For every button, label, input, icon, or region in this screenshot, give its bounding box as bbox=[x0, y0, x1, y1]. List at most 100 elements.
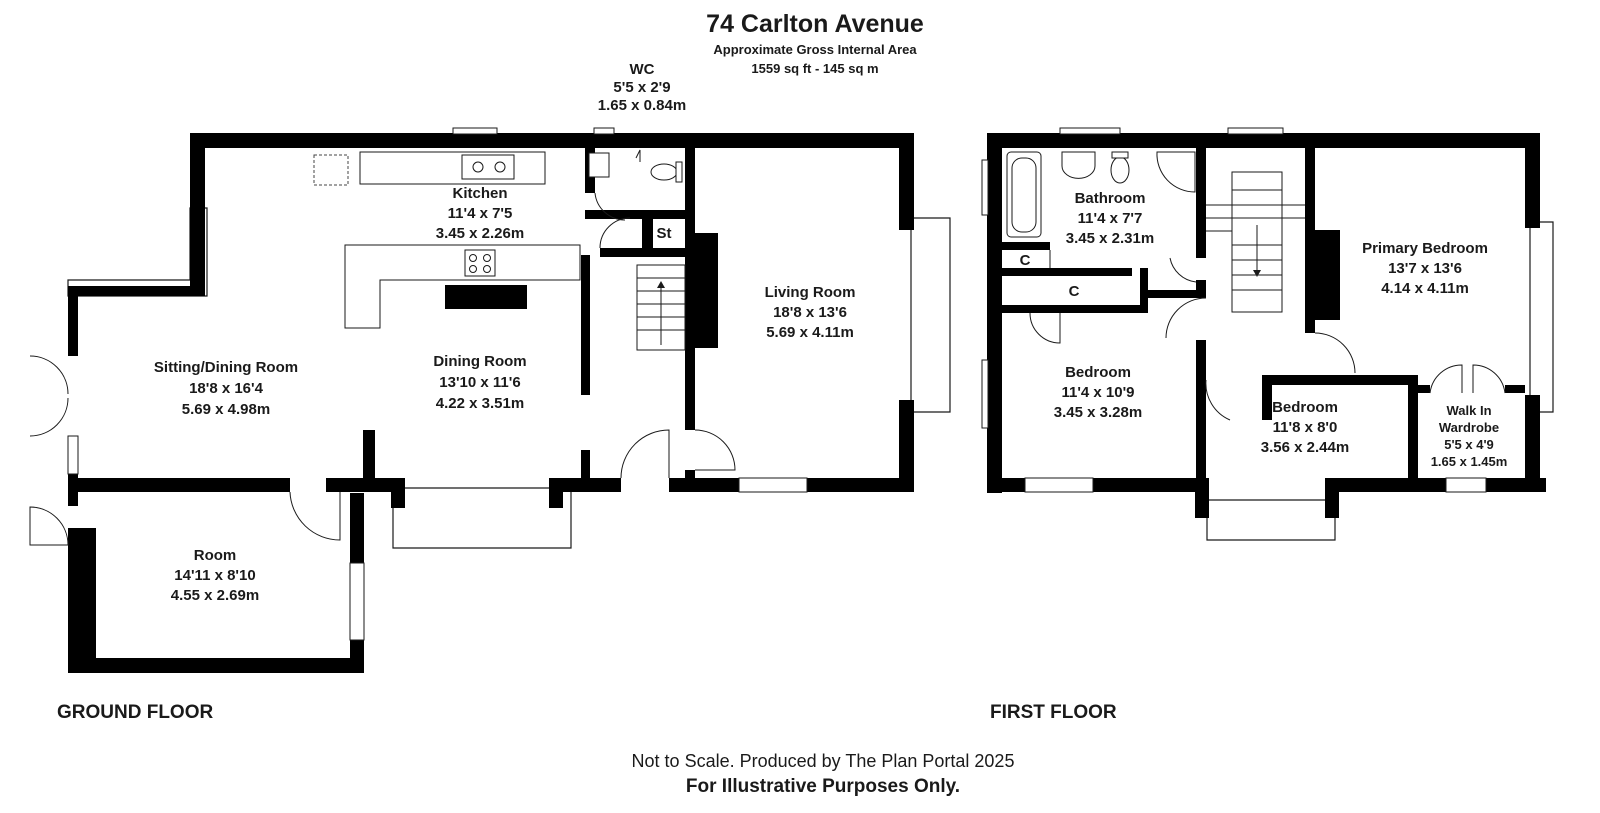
svg-text:13'7 x 13'6: 13'7 x 13'6 bbox=[1388, 260, 1462, 277]
wall bbox=[685, 470, 695, 492]
room-label-room: Room 14'11 x 8'10 4.55 x 2.69m bbox=[171, 547, 259, 604]
french-doors[interactable] bbox=[29, 355, 69, 437]
primary-bay-window bbox=[1529, 221, 1554, 413]
wall bbox=[987, 133, 1002, 493]
wall bbox=[1002, 242, 1050, 250]
floor-label-ground: GROUND FLOOR bbox=[57, 702, 213, 723]
hob-ring bbox=[469, 265, 477, 273]
wall bbox=[363, 430, 375, 492]
floor-label-first: FIRST FLOOR bbox=[990, 702, 1117, 723]
room-label-living-room: Living Room 18'8 x 13'6 5.69 x 4.11m bbox=[765, 284, 856, 341]
wall bbox=[807, 478, 914, 492]
wall bbox=[1196, 280, 1206, 298]
svg-text:Walk In: Walk In bbox=[1446, 403, 1491, 418]
footer-note: Not to Scale. Produced by The Plan Porta… bbox=[632, 751, 1015, 771]
svg-text:5.69 x 4.98m: 5.69 x 4.98m bbox=[182, 401, 270, 418]
room-label-kitchen: Kitchen 11'4 x 7'5 3.45 x 2.26m bbox=[436, 185, 524, 242]
wall bbox=[1325, 478, 1546, 492]
footer-disclaimer: For Illustrative Purposes Only. bbox=[686, 776, 960, 797]
wall bbox=[899, 133, 914, 230]
window bbox=[981, 159, 989, 216]
door-swing[interactable] bbox=[29, 506, 69, 546]
svg-text:11'4 x 10'9: 11'4 x 10'9 bbox=[1061, 384, 1134, 401]
wall bbox=[1140, 290, 1205, 298]
wall bbox=[581, 255, 590, 395]
landing-bay-window bbox=[1206, 499, 1336, 541]
door-swing[interactable] bbox=[1205, 379, 1231, 421]
window bbox=[349, 562, 365, 641]
svg-text:WC: WC bbox=[630, 61, 655, 78]
front-door-swing[interactable] bbox=[620, 429, 670, 479]
svg-text:Room: Room bbox=[194, 547, 237, 564]
window bbox=[593, 127, 615, 135]
svg-text:Bedroom: Bedroom bbox=[1065, 364, 1131, 381]
wall bbox=[68, 528, 96, 673]
svg-text:Kitchen: Kitchen bbox=[452, 185, 507, 202]
sink-bowl bbox=[494, 161, 506, 173]
door-swing[interactable] bbox=[1029, 312, 1061, 344]
wall bbox=[350, 640, 364, 673]
wall bbox=[68, 286, 205, 296]
svg-text:3.45 x 2.31m: 3.45 x 2.31m bbox=[1066, 230, 1154, 247]
window bbox=[738, 477, 808, 493]
wall bbox=[1196, 340, 1206, 492]
window bbox=[1059, 127, 1121, 135]
stairs-up-arrow-icon bbox=[657, 281, 665, 288]
door-swing[interactable] bbox=[1165, 297, 1207, 339]
wall bbox=[68, 658, 364, 673]
room-label-cupboard: C bbox=[1020, 252, 1031, 269]
svg-text:11'4 x 7'7: 11'4 x 7'7 bbox=[1078, 210, 1143, 227]
svg-text:Bedroom: Bedroom bbox=[1272, 399, 1338, 416]
svg-text:3.45 x 3.28m: 3.45 x 3.28m bbox=[1054, 404, 1142, 421]
room-label-sitting-dining: Sitting/Dining Room 18'8 x 16'4 5.69 x 4… bbox=[154, 359, 298, 418]
first-floor-plan: Bathroom 11'4 x 7'7 3.45 x 2.31m C C Pri… bbox=[981, 127, 1554, 723]
kitchen-sink bbox=[461, 154, 515, 180]
ground-floor-plan: WC 5'5 x 2'9 1.65 x 0.84m Kitchen 11'4 x… bbox=[29, 61, 951, 723]
chimney-breast bbox=[1315, 230, 1340, 320]
room-label-wc: WC 5'5 x 2'9 1.65 x 0.84m bbox=[598, 61, 686, 114]
wall bbox=[68, 478, 290, 492]
door-swing[interactable] bbox=[599, 217, 631, 249]
plan-title: 74 Carlton Avenue bbox=[706, 10, 924, 38]
door-swing[interactable] bbox=[1169, 257, 1197, 283]
window bbox=[452, 127, 498, 135]
window bbox=[1445, 477, 1487, 493]
svg-text:18'8 x 13'6: 18'8 x 13'6 bbox=[773, 304, 847, 321]
svg-text:14'11 x 8'10: 14'11 x 8'10 bbox=[174, 567, 255, 584]
door-swing[interactable] bbox=[635, 149, 641, 162]
wall bbox=[190, 133, 205, 286]
footer: Not to Scale. Produced by The Plan Porta… bbox=[632, 751, 1015, 797]
door-swing[interactable] bbox=[1314, 332, 1356, 374]
room-label-bathroom: Bathroom 11'4 x 7'7 3.45 x 2.31m bbox=[1066, 190, 1154, 247]
wall bbox=[581, 450, 590, 480]
dining-bay-window bbox=[392, 487, 572, 549]
svg-text:5'5 x 2'9: 5'5 x 2'9 bbox=[613, 79, 670, 96]
wardrobe-doors[interactable] bbox=[1429, 364, 1506, 394]
staircase bbox=[636, 264, 686, 351]
bathroom-basin bbox=[1061, 151, 1096, 179]
svg-text:5.69 x 4.11m: 5.69 x 4.11m bbox=[766, 324, 854, 341]
room-label-store: St bbox=[657, 225, 672, 242]
door-swing[interactable] bbox=[694, 429, 736, 471]
wall bbox=[1002, 305, 1147, 313]
wall bbox=[1325, 478, 1339, 518]
area-caption: Approximate Gross Internal Area bbox=[713, 42, 917, 57]
svg-text:3.45 x 2.26m: 3.45 x 2.26m bbox=[436, 225, 524, 242]
svg-text:1.65 x 0.84m: 1.65 x 0.84m bbox=[598, 97, 686, 114]
sitting-bay-window bbox=[67, 207, 208, 297]
svg-text:13'10 x 11'6: 13'10 x 11'6 bbox=[439, 374, 520, 391]
wall bbox=[1262, 375, 1417, 385]
wall bbox=[1525, 133, 1540, 228]
svg-text:Primary Bedroom: Primary Bedroom bbox=[1362, 240, 1488, 257]
door-swing[interactable] bbox=[289, 491, 341, 541]
wall bbox=[1408, 375, 1418, 492]
kitchen-worktop bbox=[359, 151, 546, 185]
svg-text:Dining Room: Dining Room bbox=[433, 353, 526, 370]
bath-inner bbox=[1011, 157, 1037, 233]
window bbox=[1227, 127, 1284, 135]
hob-ring bbox=[483, 265, 491, 273]
wall bbox=[899, 400, 914, 492]
svg-text:11'4 x 7'5: 11'4 x 7'5 bbox=[448, 205, 513, 222]
room-label-bedroom: Bedroom 11'8 x 8'0 3.56 x 2.44m bbox=[1261, 399, 1349, 456]
